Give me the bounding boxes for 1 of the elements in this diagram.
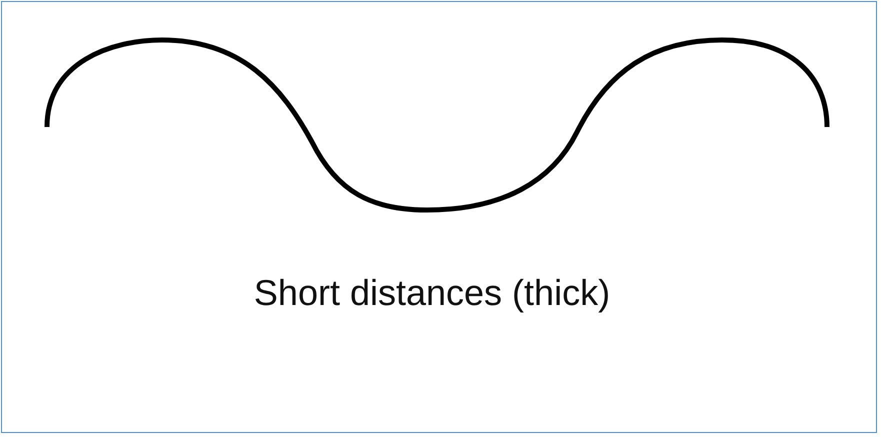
caption-text: Short distances (thick) <box>252 272 612 314</box>
